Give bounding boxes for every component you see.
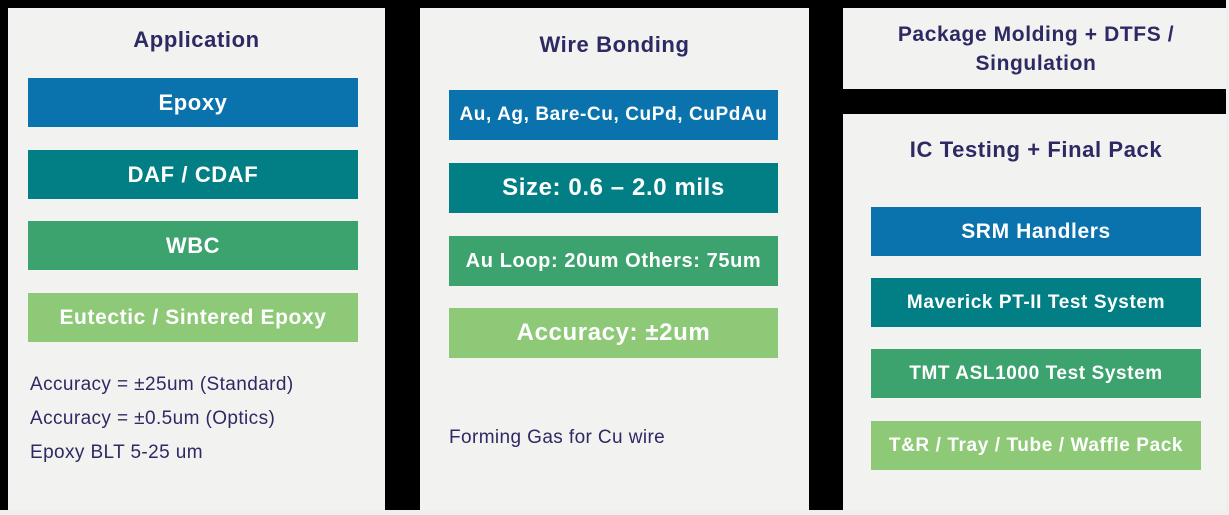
- application-panel-title: Application: [133, 27, 260, 52]
- ic-bar-srm-handlers: SRM Handlers: [871, 207, 1201, 256]
- application-notes: Accuracy = ±25um (Standard) Accuracy = ±…: [30, 368, 294, 470]
- application-bar-epoxy: Epoxy: [28, 78, 358, 127]
- ic-bar-tmt-asl1000: TMT ASL1000 Test System: [871, 349, 1201, 398]
- application-bar-wbc: WBC: [28, 221, 358, 270]
- ic-testing-panel: IC Testing + Final Pack SRM Handlers Mav…: [843, 114, 1229, 511]
- application-bar-eutectic: Eutectic / Sintered Epoxy: [28, 293, 358, 342]
- wire-bar-loop: Au Loop: 20um Others: 75um: [449, 236, 778, 286]
- right-edge-strip: [1226, 0, 1229, 515]
- note-accuracy-standard: Accuracy = ±25um (Standard): [30, 374, 294, 395]
- application-bar-daf-cdaf: DAF / CDAF: [28, 150, 358, 199]
- bottom-edge-strip: [0, 510, 1229, 515]
- wire-bar-size: Size: 0.6 – 2.0 mils: [449, 163, 778, 213]
- ic-bar-maverick: Maverick PT-II Test System: [871, 278, 1201, 327]
- ic-bar-tr-tray-tube: T&R / Tray / Tube / Waffle Pack: [871, 421, 1201, 470]
- wire-bonding-panel-title: Wire Bonding: [539, 32, 690, 57]
- wire-bonding-panel: Wire Bonding Au, Ag, Bare-Cu, CuPd, CuPd…: [420, 8, 809, 511]
- package-molding-panel-title: Package Molding + DTFS / Singulation: [897, 23, 1175, 75]
- wire-bar-accuracy: Accuracy: ±2um: [449, 308, 778, 358]
- wire-bonding-notes: Forming Gas for Cu wire: [449, 421, 665, 455]
- application-panel: Application Epoxy DAF / CDAF WBC Eutecti…: [8, 8, 385, 511]
- ic-testing-panel-title: IC Testing + Final Pack: [909, 137, 1163, 162]
- note-forming-gas: Forming Gas for Cu wire: [449, 427, 666, 448]
- package-molding-panel: Package Molding + DTFS / Singulation: [843, 8, 1229, 89]
- note-epoxy-blt: Epoxy BLT 5-25 um: [30, 442, 203, 463]
- wire-bar-materials: Au, Ag, Bare-Cu, CuPd, CuPdAu: [449, 90, 778, 140]
- note-accuracy-optics: Accuracy = ±0.5um (Optics): [30, 408, 276, 429]
